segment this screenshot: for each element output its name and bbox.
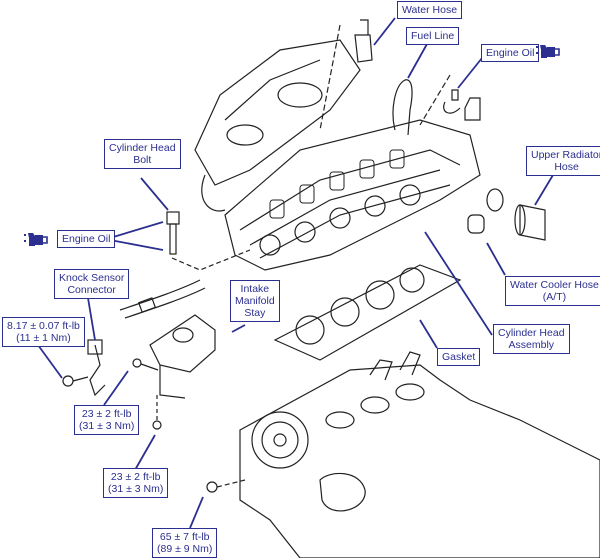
callout-water-hose: Water Hose bbox=[397, 1, 463, 19]
arrow-torque-knock bbox=[37, 344, 63, 379]
callout-text-line1: 23 ± 2 ft-lb bbox=[81, 408, 132, 420]
arrow-knock-sensor bbox=[87, 297, 96, 341]
callout-text-line1: Cylinder Head bbox=[498, 327, 565, 339]
callout-text-line1: Water Cooler Hose bbox=[510, 279, 599, 291]
callout-torque-knock-sensor: 8.17 ± 0.07 ft-lb(11 ± 1 Nm) bbox=[2, 317, 85, 347]
callout-torque-stay-lower: 23 ± 2 ft-lb(31 ± 3 Nm) bbox=[103, 468, 169, 498]
leader-arrows bbox=[37, 17, 554, 529]
callout-text: Gasket bbox=[442, 351, 476, 363]
arrow-torque-stay-lower bbox=[134, 434, 156, 471]
callout-text-line2: Bolt bbox=[133, 154, 152, 166]
head-gasket-part bbox=[273, 264, 462, 361]
callout-text-line2: (11 ± 1 Nm) bbox=[16, 332, 71, 344]
arrow-gasket bbox=[419, 319, 438, 349]
callout-text-line1: 23 ± 2 ft-lb bbox=[110, 471, 161, 483]
arrow-torque-stay-upper bbox=[103, 370, 129, 406]
arrow-torque-block bbox=[189, 496, 204, 529]
callout-text-line2: (31 ± 3 Nm) bbox=[108, 483, 164, 495]
callout-water-cooler-hose: Water Cooler Hose(A/T) bbox=[505, 276, 600, 306]
manifold-stay-part bbox=[132, 314, 216, 430]
arrow-water-cooler bbox=[486, 242, 506, 276]
intake-manifold-drawing bbox=[194, 39, 361, 212]
arrow-engine-oil-to-head bbox=[109, 221, 164, 239]
cylinder-head-drawing bbox=[224, 119, 481, 271]
arrow-water-hose bbox=[373, 17, 396, 46]
callout-text-line2: (89 ± 9 Nm) bbox=[157, 543, 213, 555]
arrow-fuel-line bbox=[407, 43, 428, 79]
callout-text: Engine Oil bbox=[62, 233, 111, 245]
callout-text-line1: Intake bbox=[240, 283, 270, 295]
water-hose-part bbox=[319, 19, 373, 131]
callout-torque-stay-upper: 23 ± 2 ft-lb(31 ± 3 Nm) bbox=[74, 405, 140, 435]
arrow-cylinder-head-bolt bbox=[140, 177, 169, 211]
callout-torque-block: 65 ± 7 ft-lb(89 ± 9 Nm) bbox=[152, 528, 218, 558]
callout-text: Engine Oil bbox=[486, 47, 535, 59]
arrow-head-assembly bbox=[424, 231, 493, 336]
callout-engine-oil-left: Engine Oil bbox=[57, 230, 116, 248]
callout-text-line2: (31 ± 3 Nm) bbox=[79, 420, 135, 432]
knock-sensor-harness bbox=[62, 279, 206, 397]
radiator-hose-part bbox=[467, 188, 546, 241]
callout-text-line2: Connector bbox=[67, 284, 116, 296]
arrow-intake-stay bbox=[231, 324, 246, 333]
callout-text-line1: Knock Sensor bbox=[59, 272, 125, 284]
callout-text: Water Hose bbox=[402, 4, 458, 16]
oil-filler-part bbox=[419, 74, 481, 126]
oil-can-icon bbox=[536, 45, 560, 58]
arrow-engine-oil-top bbox=[457, 57, 483, 89]
callout-text-line1: Cylinder Head bbox=[109, 142, 176, 154]
head-bolt-part bbox=[166, 211, 251, 271]
callout-text-line1: 8.17 ± 0.07 ft-lb bbox=[7, 320, 80, 332]
callout-fuel-line: Fuel Line bbox=[406, 27, 460, 45]
arrow-engine-oil-to-thread bbox=[109, 239, 164, 251]
callout-text-line2: Assembly bbox=[508, 339, 555, 351]
fuel-line-part bbox=[392, 79, 413, 136]
callout-text-line2: Hose bbox=[554, 161, 579, 173]
callout-text-line1: 65 ± 7 ft-lb bbox=[159, 531, 210, 543]
engine-block-drawing bbox=[206, 351, 600, 558]
callout-engine-oil-top: Engine Oil bbox=[481, 44, 540, 62]
callout-text-line1: Upper Radiator bbox=[531, 149, 600, 161]
callout-gasket: Gasket bbox=[437, 348, 481, 366]
arrow-upper-radiator-hose bbox=[534, 174, 554, 206]
oil-can-icon bbox=[24, 233, 48, 246]
callout-text-line2: Manifold bbox=[235, 295, 275, 307]
callout-text: Fuel Line bbox=[411, 30, 455, 42]
callout-text-line2: (A/T) bbox=[542, 291, 567, 303]
callout-text-line3: Stay bbox=[244, 307, 266, 319]
